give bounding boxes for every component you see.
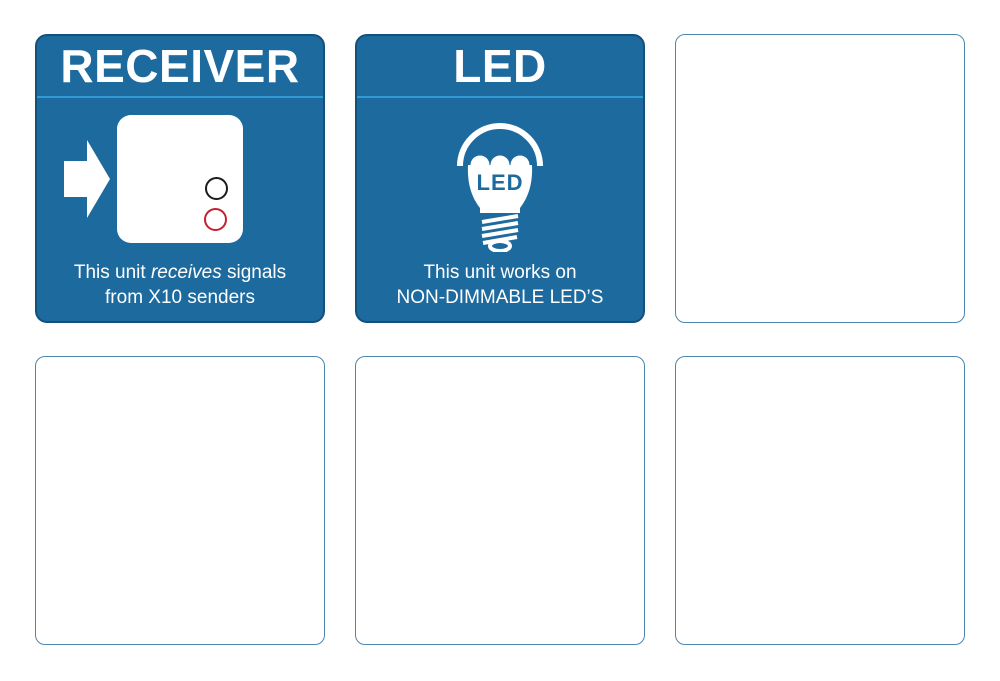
- caption-text-italic: receives: [150, 262, 222, 283]
- led-badge-card: LED LED: [355, 34, 645, 323]
- receiver-module-icon: [117, 115, 243, 243]
- caption-text-line2: NON-DIMMABLE LED’S: [396, 287, 604, 308]
- led-card-title: LED: [453, 40, 547, 92]
- led-card-graphic: LED: [357, 98, 643, 260]
- title-divider-line: [357, 96, 643, 98]
- arrow-right-icon: [64, 139, 110, 219]
- indicator-circle-red: [204, 208, 227, 231]
- led-card-caption: This unit works on NON-DIMMABLE LED’S: [357, 260, 643, 321]
- receiver-card-title: RECEIVER: [60, 40, 300, 92]
- title-divider-line: [37, 96, 323, 98]
- empty-image-placeholder: [675, 356, 965, 645]
- caption-text-line1: This unit works on: [423, 262, 577, 283]
- empty-image-placeholder: [35, 356, 325, 645]
- receiver-badge-card: RECEIVER This unit receives signals from…: [35, 34, 325, 323]
- led-bulb-icon: LED: [450, 112, 550, 253]
- empty-image-placeholder: [675, 34, 965, 323]
- caption-text: signals: [221, 262, 287, 283]
- receiver-card-caption: This unit receives signals from X10 send…: [37, 260, 323, 321]
- indicator-circle-black: [205, 177, 228, 200]
- empty-image-placeholder: [355, 356, 645, 645]
- receiver-card-graphic: [37, 98, 323, 260]
- caption-text-line2: from X10 senders: [105, 287, 255, 308]
- led-bulb-label: LED: [477, 170, 524, 195]
- caption-text: This unit: [73, 262, 151, 283]
